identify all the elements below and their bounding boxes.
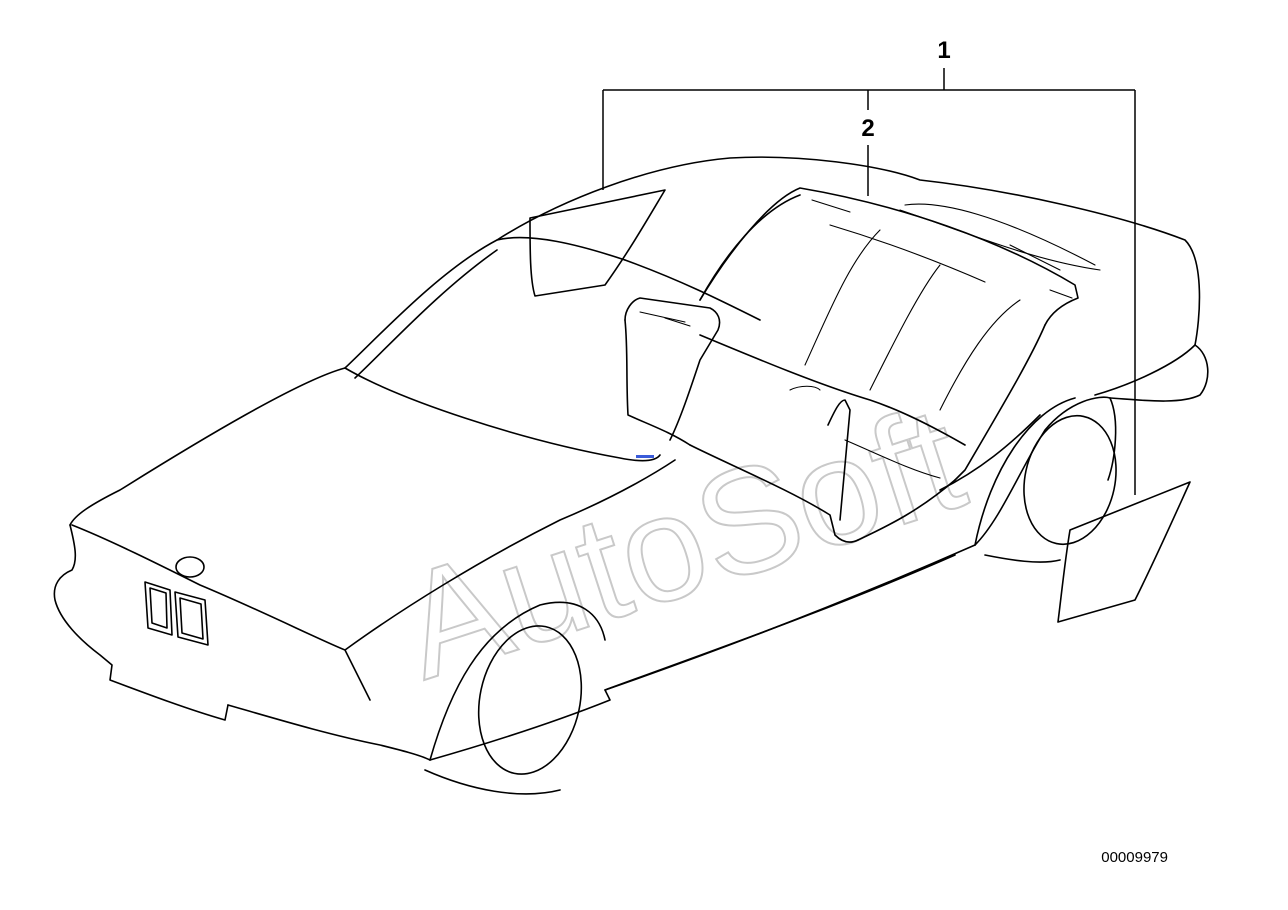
callout-1-label: 1 xyxy=(937,37,950,64)
watermark-text: AutoSoft xyxy=(382,373,981,711)
front-grille xyxy=(144,556,209,646)
callout-2-label: 2 xyxy=(861,115,874,142)
quarter-shade-rear xyxy=(1057,481,1191,623)
document-number: 00009979 xyxy=(1101,849,1168,866)
sunshade-assembly xyxy=(624,187,1101,543)
quarter-shade-front xyxy=(529,189,666,297)
car-body xyxy=(53,156,1209,795)
marker-dash xyxy=(636,455,654,458)
callout-leaders xyxy=(602,68,1136,495)
